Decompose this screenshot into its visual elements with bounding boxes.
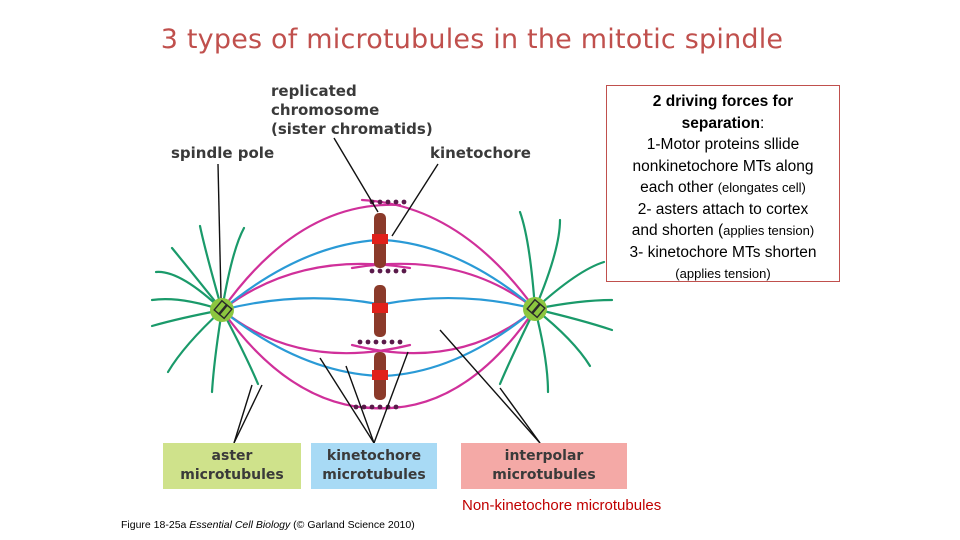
non-kinetochore-label: Non-kinetochore microtubules	[462, 497, 662, 514]
driving-forces-note: 2 driving forces for separation: 1-Motor…	[606, 85, 840, 282]
leader-lines	[217, 137, 541, 444]
slide-title: 3 types of microtubules in the mitotic s…	[160, 24, 784, 55]
aster-microtubules-left	[150, 224, 260, 394]
chromosomes	[372, 213, 388, 400]
aster-microtubules-right	[498, 210, 614, 394]
motor-protein-dots	[353, 199, 407, 410]
kinetochore-2	[372, 303, 388, 313]
spindle-pole-label: spindle pole	[171, 144, 275, 162]
kinetochore-3	[372, 370, 388, 380]
replicated-chromosome-label: replicated chromosome (sister chromatids…	[271, 82, 433, 138]
kinetochore-label: kinetochore	[430, 144, 531, 162]
spindle-pole-left	[210, 298, 234, 322]
kinetochore-microtubules	[220, 238, 537, 378]
kinetochore-1	[372, 234, 388, 244]
figure-caption: Figure 18-25a Essential Cell Biology (© …	[121, 519, 415, 531]
spindle-pole-right	[523, 297, 547, 321]
